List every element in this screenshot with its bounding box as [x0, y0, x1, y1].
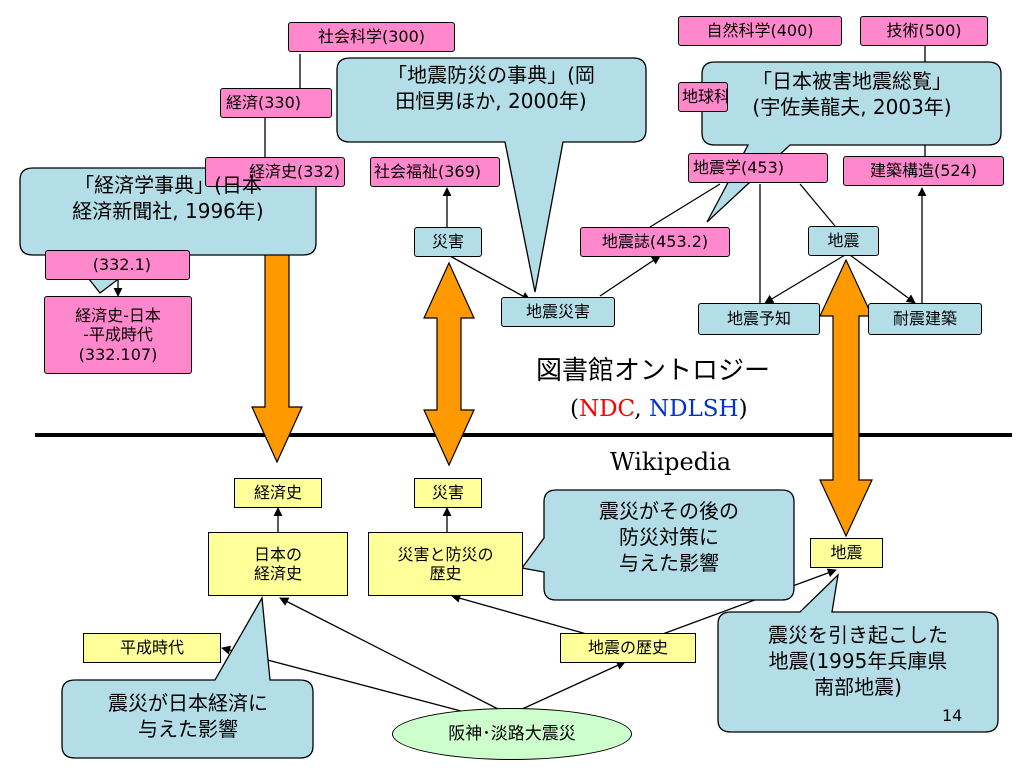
wiki-earthquake-history: 地震の歴史 — [560, 633, 696, 663]
wiki-prevention-line-2: 歴史 — [429, 564, 462, 583]
wiki-heisei-era: 平成時代 — [83, 633, 221, 663]
page-number: 14 — [942, 706, 963, 725]
callout-quake-impact-text: 震災がその後の 防災対策に 与えた影響 — [548, 498, 790, 576]
callout-line: 防災対策に — [619, 525, 719, 549]
node-economic-history-heisei: 経済史-日本 -平成時代 (332.107) — [44, 296, 192, 374]
node-seismology: 地震学(453) — [688, 153, 828, 183]
edge-quake-prediction — [764, 254, 846, 304]
callout-line: 地震(1995年兵庫県 — [768, 649, 948, 673]
callout-line: 与えた影響 — [138, 717, 238, 741]
node-earthquake-disaster: 地震災害 — [501, 297, 615, 327]
node-economic-history: 経済史(332) — [205, 157, 345, 187]
callout-line: 「地震防災の事典」(岡 — [387, 63, 595, 87]
wiki-disaster: 災害 — [414, 478, 482, 508]
orange-arrow-economic — [251, 247, 303, 464]
wikipedia-label: Wikipedia — [610, 448, 732, 476]
callout-japan-damage-text: 「日本被害地震総覧」 (宇佐美龍夫, 2003年) — [710, 68, 994, 120]
callout-line: 与えた影響 — [619, 551, 719, 575]
edge-quakehist-wprev — [451, 593, 591, 636]
heisei-line-2: -平成時代 — [83, 325, 153, 345]
callout-line: 経済新聞社, 1996年) — [72, 199, 264, 223]
node-earthquake-resistant: 耐震建築 — [868, 303, 982, 335]
source-close: ) — [738, 396, 748, 422]
node-earthquake: 地震 — [808, 226, 879, 256]
callout-line: 震災が日本経済に — [108, 691, 268, 715]
node-economics: 経済(330) — [220, 88, 332, 118]
heisei-line-3: (332.107) — [78, 344, 158, 364]
heisei-line-1: 経済史-日本 — [75, 306, 161, 326]
callout-line: 南部地震) — [814, 675, 902, 699]
orange-arrow-disaster — [423, 261, 475, 467]
callout-economy-impact-text: 震災が日本経済に 与えた影響 — [66, 690, 310, 742]
edge-quakehist-wquake — [659, 568, 837, 636]
wiki-economic-history: 経済史 — [234, 478, 322, 508]
callout-line: 震災がその後の — [599, 499, 739, 523]
edge-seis-quakenode — [799, 183, 836, 227]
wiki-prevention-line-1: 災害と防災の — [397, 544, 494, 564]
callout-encyclopedia-quake-text: 「地震防災の事典」(岡 田恒男ほか, 2000年) — [345, 62, 637, 114]
callout-encyclopedia-economics-text: 「経済学事典」(日本 経済新聞社, 1996年) — [30, 172, 306, 224]
source-open: ( — [570, 396, 579, 422]
node-social-science: 社会科学(300) — [288, 22, 455, 52]
node-disaster: 災害 — [414, 227, 482, 257]
node-earthquake-record: 地震誌(453.2) — [580, 227, 730, 257]
wiki-hanshin-awaji: 阪神･淡路大震災 — [392, 708, 632, 760]
edge-quakedisaster-record — [599, 255, 661, 297]
node-building-structure: 建築構造(524) — [843, 156, 1004, 186]
edge-hanshin-quakehist — [519, 661, 626, 711]
callout-encyclopedia-quake — [336, 57, 647, 293]
callout-line: 「経済学事典」(日本 — [74, 173, 262, 197]
wiki-economic-history-japan: 日本の 経済史 — [208, 532, 348, 596]
edge-hanshin-wjapan — [279, 597, 501, 711]
edge-disaster-quakedisaster — [449, 255, 531, 301]
node-earthquake-prediction: 地震予知 — [698, 303, 820, 335]
callout-line: 「日本被害地震総覧」 — [752, 69, 952, 93]
callout-line: 田恒男ほか, 2000年) — [395, 89, 587, 113]
callout-economy-impact — [61, 595, 314, 759]
ontology-source: (NDC, NDLSH) — [570, 396, 748, 422]
ontology-title: 図書館オントロジー — [536, 356, 771, 386]
node-social-welfare: 社会福祉(369) — [370, 157, 500, 187]
edge-seis-record — [649, 183, 721, 228]
callout-line: (宇佐美龍夫, 2003年) — [752, 95, 952, 119]
node-earth-science: 地球科学(450) — [678, 82, 728, 112]
wiki-disaster-prevention-history: 災害と防災の 歴史 — [368, 532, 523, 596]
callout-quake-impact — [520, 489, 795, 601]
callout-quake-cause-text: 震災を引き起こした 地震(1995年兵庫県 南部地震) — [722, 622, 994, 700]
callout-quake-cause — [717, 573, 999, 733]
node-natural-science: 自然科学(400) — [678, 16, 842, 46]
node-economic-history-japan: (332.1) — [45, 250, 190, 280]
wiki-japan-line-1: 日本の — [253, 544, 302, 564]
wiki-earthquake: 地震 — [810, 538, 883, 568]
orange-arrow-earthquake — [819, 258, 873, 538]
node-technology: 技術(500) — [860, 16, 988, 46]
source-ndc: NDC — [578, 396, 635, 422]
edge-quake-resistant — [849, 254, 916, 304]
source-sep: , — [634, 396, 649, 422]
callout-line: 震災を引き起こした — [768, 623, 948, 647]
source-ndlsh: NDLSH — [648, 396, 739, 422]
wiki-japan-line-2: 経済史 — [253, 564, 302, 583]
callout-japan-damage — [701, 61, 1002, 223]
